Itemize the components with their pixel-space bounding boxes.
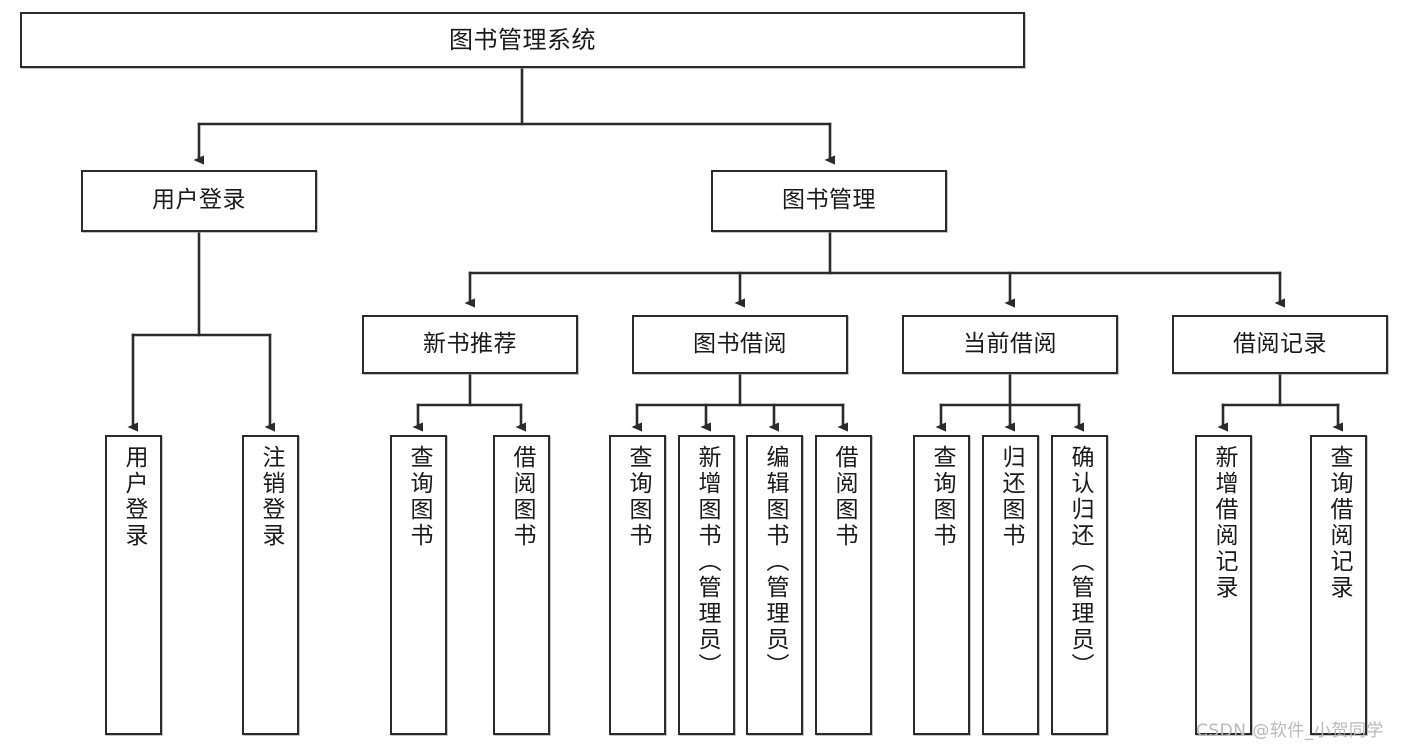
- leaf-recommend-query-book[interactable]: 查询图书: [390, 435, 447, 735]
- node-label: 新书推荐: [423, 330, 517, 357]
- node-user-login[interactable]: 用户登录: [81, 170, 317, 232]
- watermark-text: CSDN @软件_小贺同学: [1196, 721, 1384, 741]
- node-label: 查询借阅记录: [1326, 445, 1352, 601]
- node-label: 用户登录: [152, 187, 246, 214]
- node-label: 查询图书: [406, 445, 432, 549]
- node-label: 当前借阅: [963, 330, 1057, 357]
- node-label: 借阅图书: [509, 445, 535, 549]
- leaf-current-confirm-return[interactable]: 确认归还（管理员）: [1051, 435, 1108, 735]
- node-new-book-recommend[interactable]: 新书推荐: [362, 315, 578, 374]
- node-label: 注销登录: [258, 445, 284, 549]
- leaf-user-login[interactable]: 用户登录: [105, 435, 162, 735]
- node-label: 借阅记录: [1233, 330, 1327, 357]
- node-current-borrow[interactable]: 当前借阅: [902, 315, 1118, 374]
- leaf-current-query-book[interactable]: 查询图书: [913, 435, 970, 735]
- leaf-borrow-query-book[interactable]: 查询图书: [609, 435, 666, 735]
- leaf-recommend-borrow-book[interactable]: 借阅图书: [493, 435, 550, 735]
- node-label: 新增借阅记录: [1211, 445, 1237, 601]
- node-book-management[interactable]: 图书管理: [711, 170, 947, 232]
- node-label: 编辑图书（管理员）: [762, 445, 788, 679]
- leaf-borrow-borrow-book[interactable]: 借阅图书: [815, 435, 872, 735]
- node-label: 用户登录: [121, 445, 147, 549]
- leaf-user-logout[interactable]: 注销登录: [242, 435, 299, 735]
- node-label: 查询图书: [929, 445, 955, 549]
- node-borrow-record[interactable]: 借阅记录: [1172, 315, 1388, 374]
- leaf-record-query[interactable]: 查询借阅记录: [1310, 435, 1367, 735]
- node-label: 新增图书（管理员）: [694, 445, 720, 679]
- node-label: 图书管理系统: [449, 25, 596, 54]
- leaf-current-return-book[interactable]: 归还图书: [982, 435, 1039, 735]
- leaf-borrow-edit-book[interactable]: 编辑图书（管理员）: [746, 435, 803, 735]
- node-root-system[interactable]: 图书管理系统: [20, 12, 1025, 68]
- node-label: 确认归还（管理员）: [1067, 445, 1093, 679]
- leaf-borrow-add-book[interactable]: 新增图书（管理员）: [678, 435, 735, 735]
- node-label: 借阅图书: [831, 445, 857, 549]
- node-label: 图书借阅: [693, 330, 787, 357]
- leaf-record-add[interactable]: 新增借阅记录: [1195, 435, 1252, 735]
- node-label: 查询图书: [625, 445, 651, 549]
- node-book-borrow[interactable]: 图书借阅: [632, 315, 848, 374]
- node-label: 图书管理: [782, 187, 876, 214]
- node-label: 归还图书: [998, 445, 1024, 549]
